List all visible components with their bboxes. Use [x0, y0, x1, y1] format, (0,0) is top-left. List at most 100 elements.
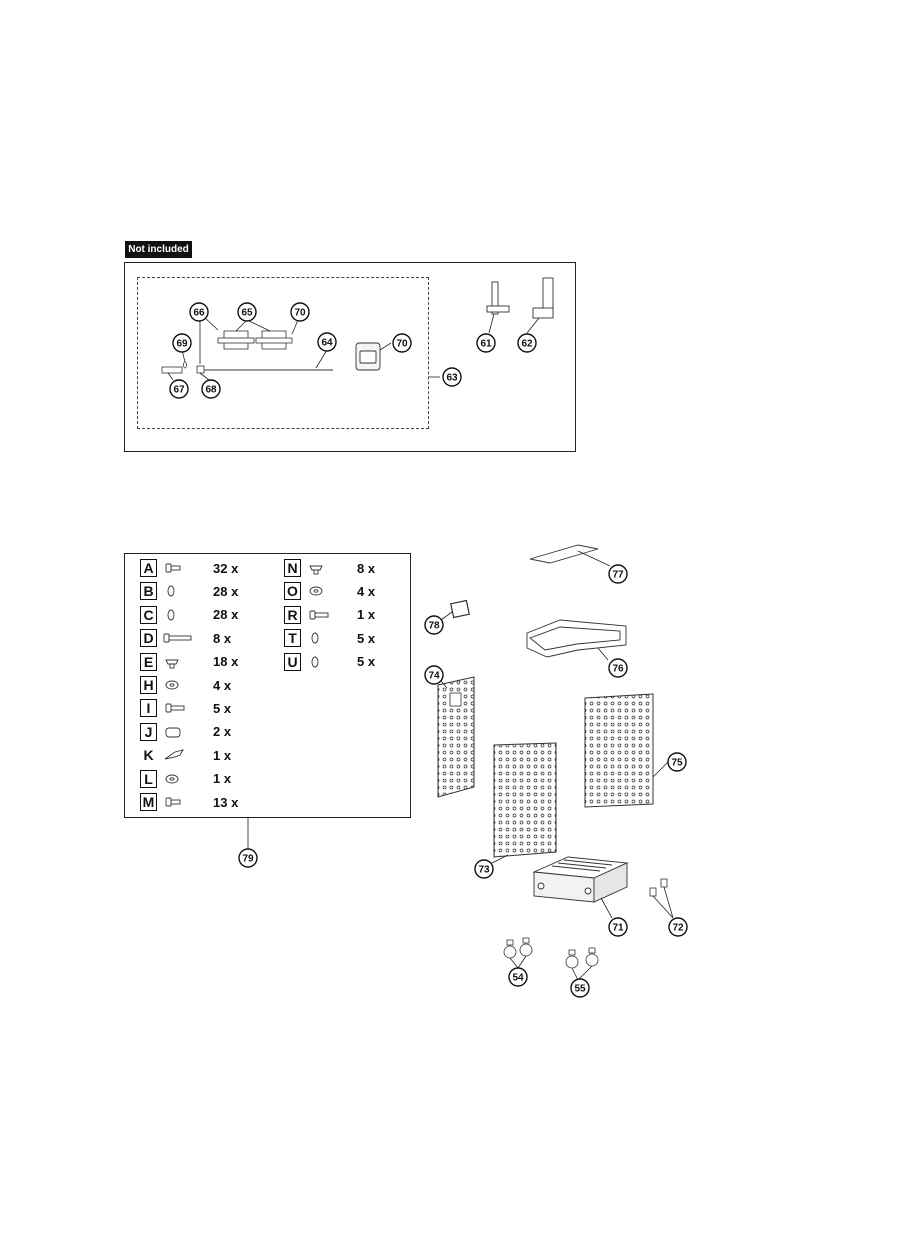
callout-number: 54	[512, 973, 524, 984]
hardware-letter: N	[284, 559, 301, 577]
hardware-letter: B	[140, 582, 157, 601]
nut-icon	[309, 565, 323, 575]
callout-70: 70	[392, 333, 412, 353]
hardware-letter: L	[140, 769, 157, 788]
callout-number: 77	[612, 570, 624, 581]
callout-number: 69	[176, 339, 188, 350]
callout-number: 78	[428, 621, 440, 632]
hardware-quantity: 1 x	[213, 771, 232, 787]
bolt-short-icon	[165, 797, 181, 807]
callout-number: 71	[612, 923, 624, 934]
bolt-medium-icon	[309, 610, 329, 620]
not-included-panel	[124, 262, 576, 452]
rotisserie-fork-part	[217, 330, 293, 350]
hardware-row-h: H 4 x	[140, 675, 231, 695]
callout-number: 63	[446, 373, 458, 384]
hardware-letter: H	[140, 676, 157, 694]
not-included-label: Not included	[125, 241, 192, 258]
hardware-quantity: 13 x	[213, 794, 239, 810]
spit-collar-part	[196, 365, 205, 374]
rotisserie-bracket-part	[532, 277, 554, 319]
spacer-tube-icon	[165, 727, 181, 738]
motor-bracket-part	[486, 281, 510, 315]
side-panel-right-part	[584, 693, 654, 808]
hardware-row-l: L 1 x	[140, 769, 231, 789]
callout-73: 73	[474, 859, 494, 879]
hardware-quantity: 1 x	[213, 747, 232, 763]
callout-63: 63	[442, 367, 462, 387]
callout-number: 72	[672, 923, 684, 934]
hardware-quantity: 28 x	[213, 583, 239, 599]
callout-number: 76	[612, 664, 624, 675]
hardware-quantity: 5 x	[213, 700, 232, 716]
hardware-letter: A	[140, 559, 157, 577]
callout-number: 65	[241, 308, 253, 319]
callout-number: 66	[193, 308, 205, 319]
wing-bolt-icon	[164, 749, 184, 760]
hook-bracket-part	[450, 599, 470, 619]
callout-number: 61	[480, 339, 492, 350]
spit-handle-part	[161, 366, 183, 374]
callout-74: 74	[424, 665, 444, 685]
callout-77: 77	[608, 564, 628, 584]
hardware-row-o: O 4 x	[284, 581, 375, 601]
hardware-letter: K	[143, 747, 154, 764]
hardware-letter: J	[140, 722, 157, 741]
callout-number: 67	[173, 385, 185, 396]
callout-67: 67	[169, 379, 189, 399]
bolt-short-icon	[165, 563, 181, 573]
callout-64: 64	[317, 332, 337, 352]
hardware-letter: E	[140, 652, 157, 671]
hardware-letter: C	[140, 605, 157, 624]
flat-washer-icon	[165, 680, 179, 690]
base-box-part	[532, 856, 629, 903]
callout-68: 68	[201, 379, 221, 399]
hardware-quantity: 5 x	[357, 654, 376, 670]
callout-number: 70	[396, 339, 408, 350]
callout-55: 55	[570, 978, 590, 998]
bottom-plate-part	[529, 544, 599, 564]
callout-75: 75	[667, 752, 687, 772]
shelf-tray-part	[526, 619, 627, 658]
hardware-letter: D	[140, 629, 157, 648]
hardware-quantity: 4 x	[213, 677, 232, 693]
hardware-letter: R	[284, 605, 301, 624]
callout-61: 61	[476, 333, 496, 353]
nut-icon	[165, 659, 179, 669]
callout-76: 76	[608, 658, 628, 678]
callout-number: 55	[574, 984, 586, 995]
callout-72: 72	[668, 917, 688, 937]
hardware-quantity: 1 x	[357, 607, 376, 623]
bolt-long-icon	[163, 633, 192, 643]
side-panel-left-part	[437, 676, 475, 798]
flat-washer-icon	[165, 774, 179, 784]
callout-78: 78	[424, 615, 444, 635]
hardware-quantity: 4 x	[357, 583, 376, 599]
caster-wheel-locking-part	[565, 947, 599, 969]
hardware-letter: O	[284, 582, 301, 601]
hardware-row-b: B 28 x	[140, 581, 238, 601]
hardware-row-i: I 5 x	[140, 698, 231, 718]
lock-washer-icon	[167, 609, 175, 621]
callout-number: 70	[294, 308, 306, 319]
hardware-letter: M	[140, 793, 157, 811]
caster-wheel-part	[503, 937, 533, 959]
flat-washer-icon	[309, 586, 323, 596]
hardware-quantity: 28 x	[213, 607, 239, 623]
callout-66: 66	[189, 302, 209, 322]
callout-54: 54	[508, 967, 528, 987]
callout-69: 69	[172, 333, 192, 353]
hardware-quantity: 18 x	[213, 654, 239, 670]
hardware-quantity: 5 x	[357, 630, 376, 646]
hardware-letter: I	[140, 699, 157, 718]
callout-62: 62	[517, 333, 537, 353]
callout-71: 71	[608, 917, 628, 937]
lock-washer-icon	[311, 656, 319, 668]
callout-70: 70	[290, 302, 310, 322]
